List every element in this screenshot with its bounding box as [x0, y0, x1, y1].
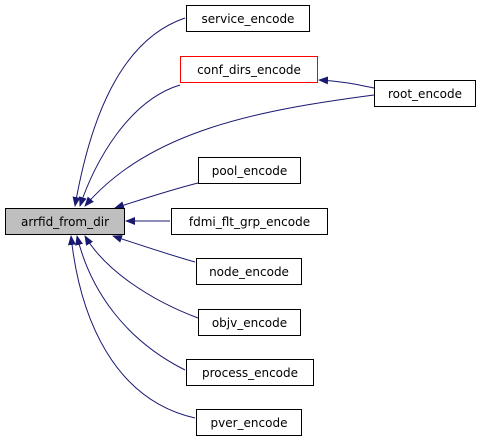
edge-node-to-arrfid	[112, 235, 196, 263]
node-label: pool_encode	[211, 163, 288, 178]
node-label: node_encode	[209, 264, 289, 279]
node-label: process_encode	[201, 365, 299, 380]
node-pool-encode[interactable]: pool_encode	[198, 157, 301, 184]
node-label: objv_encode	[211, 315, 288, 330]
node-label: conf_dirs_encode	[197, 62, 301, 77]
node-objv-encode[interactable]: objv_encode	[198, 309, 301, 336]
node-pver-encode[interactable]: pver_encode	[196, 409, 302, 436]
node-label: root_encode	[388, 86, 462, 101]
edge-conf-to-arrfid	[78, 84, 181, 207]
node-node-encode[interactable]: node_encode	[196, 258, 302, 285]
edge-pver-to-arrfid	[67, 235, 196, 419]
edge-process-to-arrfid	[75, 235, 186, 371]
node-label: arrfid_from_dir	[21, 214, 109, 229]
node-process-encode[interactable]: process_encode	[186, 359, 314, 386]
node-label: service_encode	[201, 11, 295, 26]
node-label: pver_encode	[210, 415, 288, 430]
node-label: fdmi_flt_grp_encode	[188, 214, 311, 229]
node-service-encode[interactable]: service_encode	[186, 5, 310, 32]
node-arrfid-from-dir[interactable]: arrfid_from_dir	[5, 208, 125, 235]
edge-pool-to-arrfid	[114, 182, 199, 210]
edge-root-to-arrfid	[84, 94, 375, 207]
edge-service-to-arrfid	[72, 17, 186, 207]
edge-objv-to-arrfid	[84, 235, 199, 319]
node-conf-dirs-encode[interactable]: conf_dirs_encode	[180, 56, 318, 83]
node-fdmi-flt-grp-encode[interactable]: fdmi_flt_grp_encode	[171, 208, 328, 235]
node-root-encode[interactable]: root_encode	[374, 80, 476, 107]
edge-root-to-conf	[318, 76, 375, 89]
